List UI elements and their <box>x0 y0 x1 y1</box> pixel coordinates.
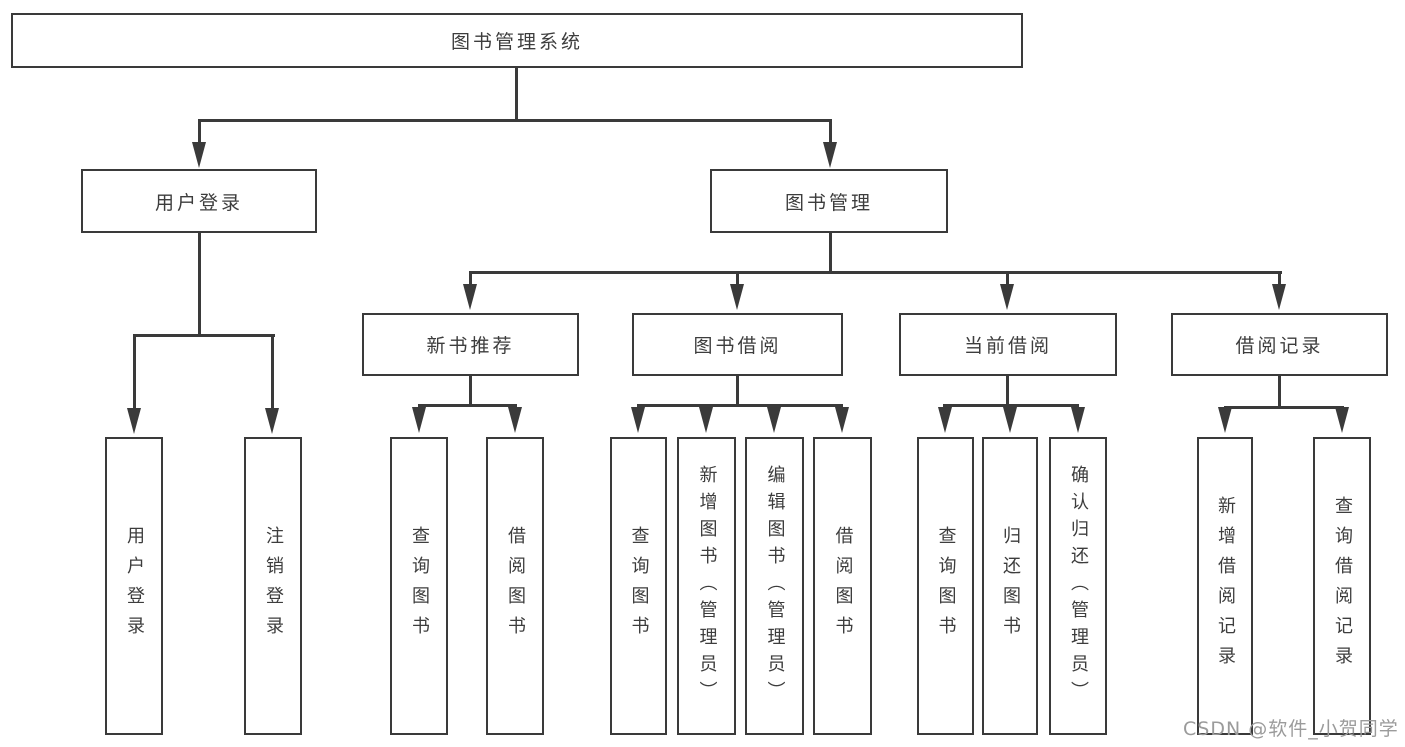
leaf-logout: 注销登录 <box>244 437 302 735</box>
connector-stem-leaf-logout <box>271 334 274 412</box>
arrowhead-new-book <box>463 284 477 310</box>
arrowhead-return-books <box>1003 407 1017 433</box>
arrowhead-confirm-return <box>1071 407 1085 433</box>
node-root-label: 图书管理系统 <box>450 31 583 53</box>
node-new-book-recommend-label: 新书推荐 <box>426 335 515 357</box>
arrowhead-query-books-1 <box>412 407 426 433</box>
connector-stem-leaf-login <box>133 334 136 412</box>
node-book-management-label: 图书管理 <box>784 191 873 214</box>
leaf-borrow-books-1: 借阅图书 <box>486 437 544 735</box>
node-new-book-recommend: 新书推荐 <box>362 313 579 376</box>
leaf-query-books-2-label: 查询图书 <box>628 526 650 646</box>
arrowhead-edit-books <box>767 407 781 433</box>
leaf-user-login: 用户登录 <box>105 437 163 735</box>
arrowhead-current-borrow <box>1000 284 1014 310</box>
leaf-query-books-3-label: 查询图书 <box>935 526 957 646</box>
leaf-edit-books-admin-label: 编辑图书（管理员） <box>764 464 786 708</box>
leaf-query-books-2: 查询图书 <box>610 437 667 735</box>
leaf-add-borrow-record: 新增借阅记录 <box>1197 437 1253 735</box>
connector-root-spread <box>198 119 831 122</box>
leaf-confirm-return-admin-label: 确认归还（管理员） <box>1068 464 1089 708</box>
connector-book-management-trunk <box>829 233 832 274</box>
arrowhead-book-management <box>823 142 837 168</box>
leaf-query-books-1: 查询图书 <box>390 437 448 735</box>
arrowhead-book-borrow <box>730 284 744 310</box>
leaf-query-books-3: 查询图书 <box>917 437 974 735</box>
connector-user-login-spread <box>133 334 275 337</box>
connector-book-borrow-spread <box>637 404 843 407</box>
connector-stem-new-book <box>469 271 472 287</box>
leaf-logout-label: 注销登录 <box>263 526 284 646</box>
csdn-watermark: CSDN @软件_小贺同学 <box>1183 718 1399 740</box>
leaf-return-books: 归还图书 <box>982 437 1038 735</box>
leaf-borrow-books-1-label: 借阅图书 <box>505 526 526 646</box>
connector-book-borrow-trunk <box>736 376 739 407</box>
leaf-borrow-books-2: 借阅图书 <box>813 437 872 735</box>
node-book-borrow-label: 图书借阅 <box>693 335 782 357</box>
arrowhead-borrow-records <box>1272 284 1286 310</box>
arrowhead-add-books <box>699 407 713 433</box>
node-user-login-label: 用户登录 <box>154 191 243 214</box>
connector-root-trunk <box>515 68 518 120</box>
arrowhead-query-books-2 <box>631 407 645 433</box>
connector-new-book-spread <box>418 404 517 407</box>
node-user-login: 用户登录 <box>81 169 317 233</box>
leaf-edit-books-admin: 编辑图书（管理员） <box>745 437 804 735</box>
leaf-add-books-admin: 新增图书（管理员） <box>677 437 736 735</box>
connector-new-book-trunk <box>469 376 472 407</box>
arrowhead-borrow-books-1 <box>508 407 522 433</box>
connector-stem-borrow-records <box>1278 271 1281 287</box>
connector-stem-user-login <box>198 119 201 145</box>
leaf-query-borrow-record-label: 查询借阅记录 <box>1332 496 1353 676</box>
node-root: 图书管理系统 <box>11 13 1023 68</box>
connector-stem-book-borrow <box>736 271 739 287</box>
arrowhead-leaf-login <box>127 408 141 434</box>
connector-user-login-trunk <box>198 233 201 337</box>
node-borrow-records-label: 借阅记录 <box>1235 335 1324 357</box>
arrowhead-user-login <box>192 142 206 168</box>
leaf-query-books-1-label: 查询图书 <box>409 526 430 646</box>
arrowhead-leaf-logout <box>265 408 279 434</box>
connector-stem-current-borrow <box>1006 271 1009 287</box>
connector-current-borrow-spread <box>943 404 1079 407</box>
arrowhead-borrow-books-2 <box>835 407 849 433</box>
arrowhead-query-borrow-record <box>1335 407 1349 433</box>
leaf-user-login-label: 用户登录 <box>124 526 145 646</box>
leaf-borrow-books-2-label: 借阅图书 <box>832 526 854 646</box>
leaf-confirm-return-admin: 确认归还（管理员） <box>1049 437 1107 735</box>
node-book-management: 图书管理 <box>710 169 948 233</box>
connector-current-borrow-trunk <box>1006 376 1009 407</box>
node-borrow-records: 借阅记录 <box>1171 313 1388 376</box>
connector-stem-book-management <box>829 119 832 145</box>
arrowhead-query-books-3 <box>938 407 952 433</box>
connector-book-management-spread <box>469 271 1282 274</box>
node-current-borrow: 当前借阅 <box>899 313 1117 376</box>
node-book-borrow: 图书借阅 <box>632 313 843 376</box>
leaf-query-borrow-record: 查询借阅记录 <box>1313 437 1371 735</box>
leaf-add-borrow-record-label: 新增借阅记录 <box>1215 496 1236 676</box>
connector-borrow-records-trunk <box>1278 376 1281 409</box>
leaf-add-books-admin-label: 新增图书（管理员） <box>696 464 718 708</box>
connector-borrow-records-spread <box>1224 406 1344 409</box>
arrowhead-add-borrow-record <box>1218 407 1232 433</box>
leaf-return-books-label: 归还图书 <box>1000 526 1021 646</box>
node-current-borrow-label: 当前借阅 <box>963 335 1052 357</box>
